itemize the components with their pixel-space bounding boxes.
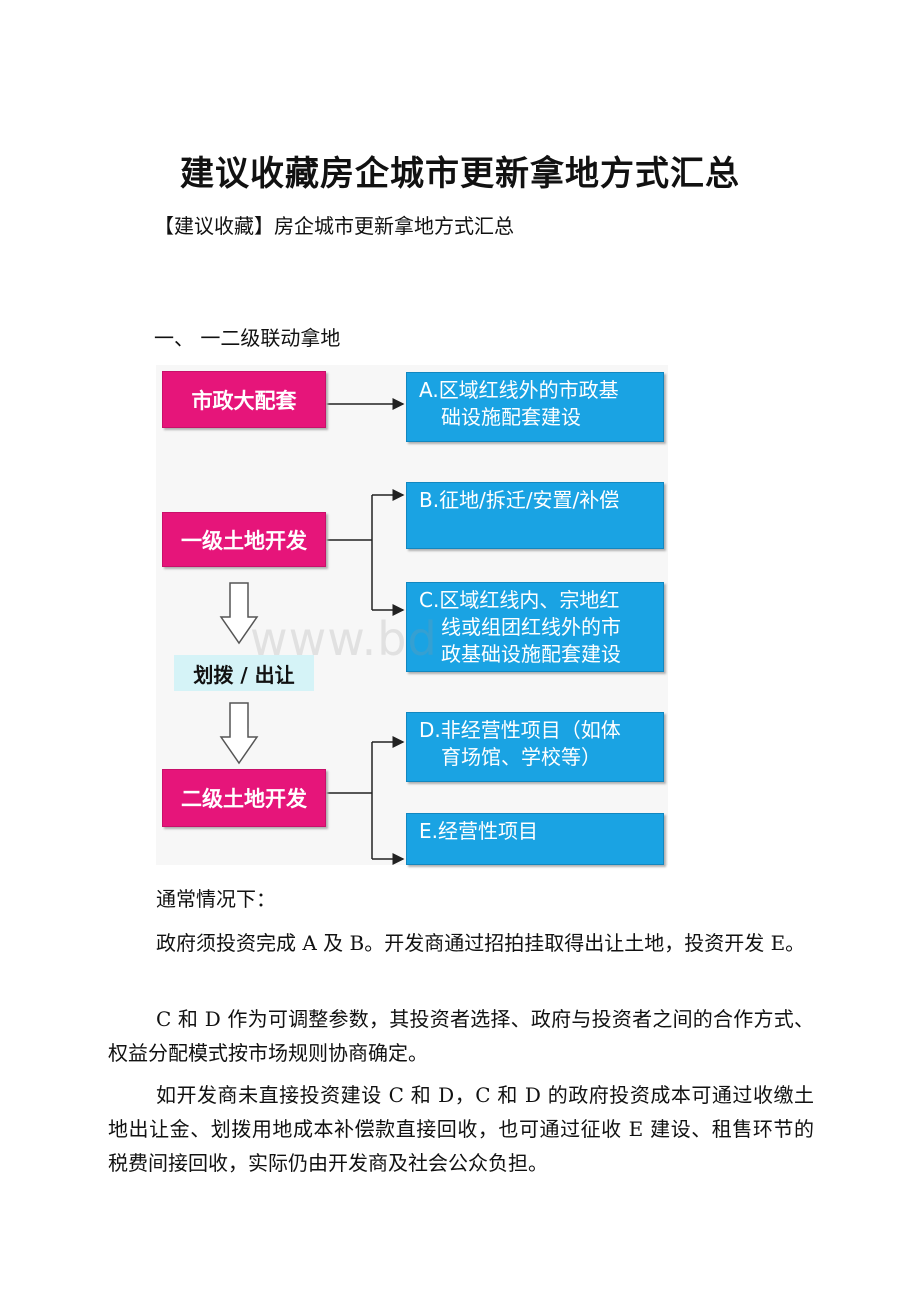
box-secondary-land-dev: 二级土地开发 [162, 769, 326, 827]
down-arrow-icon [219, 582, 259, 645]
connector-lines [219, 398, 405, 865]
section-heading: 一、 一二级联动拿地 [154, 326, 341, 350]
box-transfer-label: 划拨 / 出让 [174, 655, 314, 691]
box-d-line: D.非经营性项目（如体 [419, 718, 621, 742]
document-subtitle: 【建议收藏】房企城市更新拿地方式汇总 [154, 214, 514, 238]
box-c: C.区域红线内、宗地红 线或组团红线外的市 政基础设施配套建设 [406, 582, 664, 672]
box-e-line: E.经营性项目 [419, 819, 538, 843]
box-d: D.非经营性项目（如体 育场馆、学校等） [406, 712, 664, 782]
watermark: www.bd [250, 612, 438, 666]
paragraph: 如开发商未直接投资建设 C 和 D，C 和 D 的政府投资成本可通过收缴土地出让… [108, 1083, 814, 1175]
box-a-line: A.区域红线外的市政基 [419, 378, 619, 402]
paragraph: 通常情况下： [156, 887, 276, 911]
box-b-line: B.征地/拆迁/安置/补偿 [419, 488, 620, 512]
paragraph: 政府须投资完成 A 及 B。开发商通过招拍挂取得出让土地，投资开发 E。 [156, 931, 806, 955]
box-a: A.区域红线外的市政基 础设施配套建设 [406, 372, 664, 442]
box-c-line: 政基础设施配套建设 [441, 642, 621, 666]
box-primary-land-dev: 一级土地开发 [162, 512, 326, 567]
box-b: B.征地/拆迁/安置/补偿 [406, 482, 664, 549]
box-e: E.经营性项目 [406, 813, 664, 865]
box-c-line: 线或组团红线外的市 [441, 615, 621, 639]
paragraph: C 和 D 作为可调整参数，其投资者选择、政府与投资者之间的合作方式、权益分配模… [108, 1007, 814, 1065]
down-arrow-icon [219, 702, 259, 765]
box-d-line: 育场馆、学校等） [441, 745, 601, 769]
box-a-line: 础设施配套建设 [441, 405, 581, 429]
box-c-line: C.区域红线内、宗地红 [419, 588, 620, 612]
box-municipal-support: 市政大配套 [162, 371, 326, 428]
land-development-diagram: 市政大配套 一级土地开发 划拨 / 出让 二级土地开发 A.区域红线外的市政基 … [156, 365, 668, 865]
document-title: 建议收藏房企城市更新拿地方式汇总 [180, 154, 740, 194]
